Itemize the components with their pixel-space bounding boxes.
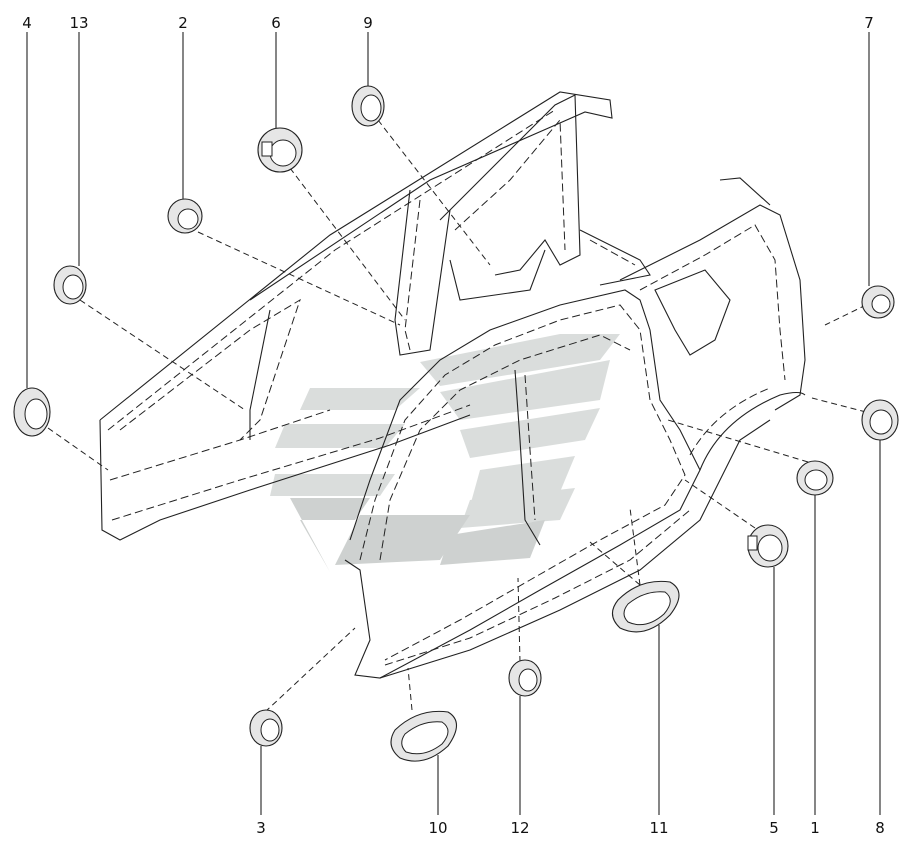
callout-label-6: 6 <box>271 14 281 32</box>
part-4 <box>13 387 51 437</box>
part-7 <box>861 285 895 319</box>
part-10 <box>390 710 458 762</box>
callout-label-7: 7 <box>864 14 874 32</box>
stylized-s-logo-icon <box>270 334 620 572</box>
callout-label-10: 10 <box>428 819 447 837</box>
callout-label-4: 4 <box>22 14 32 32</box>
part-12 <box>508 659 542 697</box>
callout-label-3: 3 <box>256 819 266 837</box>
part-11 <box>611 580 680 633</box>
part-8 <box>861 399 899 441</box>
part-3 <box>249 709 283 747</box>
part-9 <box>351 85 385 127</box>
part-13 <box>53 265 87 305</box>
part-5 <box>747 524 789 568</box>
callout-label-11: 11 <box>649 819 668 837</box>
part-6 <box>257 127 303 173</box>
callout-label-9: 9 <box>363 14 373 32</box>
callout-leaders <box>26 32 881 815</box>
leader-lines <box>47 119 867 713</box>
body-side-structure <box>99 91 806 679</box>
callout-label-12: 12 <box>510 819 529 837</box>
callout-label-8: 8 <box>875 819 885 837</box>
part-1 <box>796 460 834 496</box>
callout-label-1: 1 <box>810 819 820 837</box>
part-2 <box>167 198 203 234</box>
callout-label-2: 2 <box>178 14 188 32</box>
callout-label-13: 13 <box>69 14 88 32</box>
callout-label-5: 5 <box>769 819 779 837</box>
